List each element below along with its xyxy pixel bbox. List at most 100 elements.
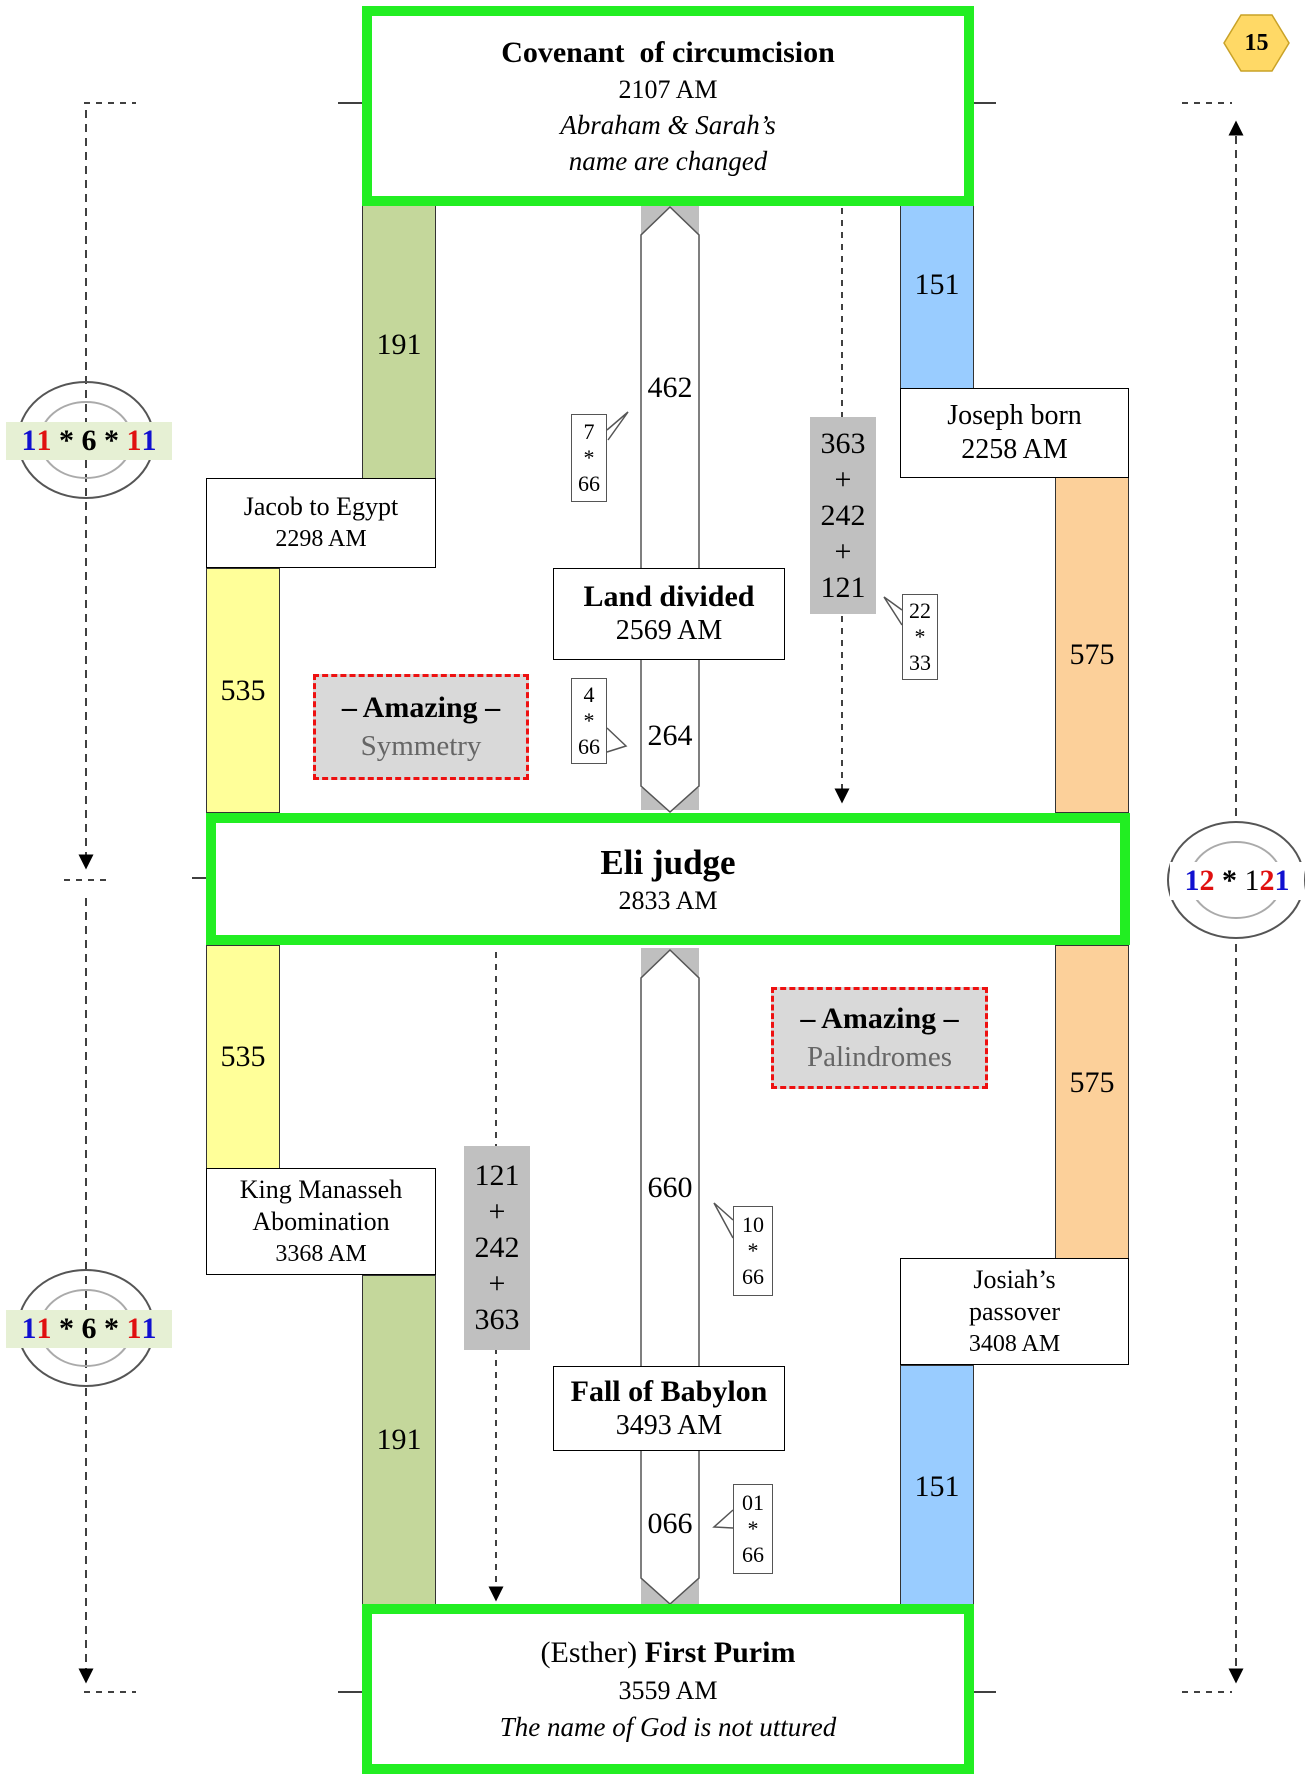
span-bar-orange-bottom: 575 bbox=[1055, 945, 1129, 1260]
span-value: 535 bbox=[220, 1040, 266, 1073]
palindrome-digit: 6 bbox=[81, 1312, 97, 1345]
span-value: 575 bbox=[1069, 1065, 1115, 1099]
ratio-callout-462: 7 * 66 bbox=[571, 414, 607, 502]
palindrome-digit: 1 bbox=[141, 1312, 157, 1345]
span-value: 151 bbox=[914, 268, 960, 301]
event-year: 3493 AM bbox=[615, 1409, 723, 1441]
event-fall-of-babylon: Fall of Babylon 3493 AM bbox=[553, 1366, 785, 1451]
span-value-660: 660 bbox=[643, 1170, 697, 1206]
event-land-divided: Land divided 2569 AM bbox=[553, 568, 785, 660]
event-note: The name of God is not uttured bbox=[499, 1712, 837, 1742]
sum-term: 121 bbox=[474, 1159, 520, 1192]
event-year: 2833 AM bbox=[618, 886, 718, 915]
top-event-covenant: Covenant of circumcision 2107 AM Abraham… bbox=[362, 6, 974, 206]
middle-event-eli-judge: Eli judge 2833 AM bbox=[206, 813, 1130, 945]
arrow-shape-462-264 bbox=[640, 205, 700, 814]
ratio-value: 4 bbox=[583, 682, 595, 707]
ratio-operator: * bbox=[747, 1516, 759, 1541]
ratio-value: 66 bbox=[578, 471, 600, 496]
event-year: 3368 AM bbox=[275, 1240, 367, 1267]
palindrome-digit: 1 bbox=[21, 1312, 37, 1345]
ratio-operator: * bbox=[583, 445, 595, 470]
ratio-value: 66 bbox=[578, 734, 600, 759]
event-joseph-born: Joseph born 2258 AM bbox=[900, 388, 1129, 478]
span-bar-orange-top: 575 bbox=[1055, 477, 1129, 813]
span-value-066: 066 bbox=[643, 1506, 697, 1542]
amazing-symmetry-box: – Amazing – Symmetry bbox=[313, 674, 529, 780]
amazing-palindromes-box: – Amazing – Palindromes bbox=[771, 987, 988, 1089]
sum-operator: + bbox=[834, 534, 852, 568]
event-title: Eli judge bbox=[600, 843, 736, 882]
palindrome-operator: * bbox=[51, 424, 82, 457]
event-title-prefix: (Esther) bbox=[540, 1636, 645, 1669]
page-number: 15 bbox=[1244, 29, 1269, 56]
sum-term: 363 bbox=[474, 1303, 520, 1336]
sum-box-bottom: 121 + 242 + 363 bbox=[464, 1146, 530, 1350]
ratio-value: 66 bbox=[742, 1542, 764, 1567]
event-josiahs-passover: Josiah’s passover 3408 AM bbox=[900, 1258, 1129, 1365]
amazing-heading: – Amazing – bbox=[800, 1002, 959, 1035]
palindrome-operator: * bbox=[51, 1312, 82, 1345]
sum-term: 242 bbox=[820, 498, 866, 532]
event-title: Joseph born bbox=[947, 400, 1082, 431]
ratio-value: 01 bbox=[742, 1490, 764, 1515]
span-bar-green-bottom: 191 bbox=[362, 1275, 436, 1605]
ratio-callout-066: 01 * 66 bbox=[733, 1484, 773, 1574]
sum-term: 363 bbox=[820, 426, 866, 460]
span-value-462: 462 bbox=[643, 370, 697, 406]
palindrome-digit: 1 bbox=[126, 1312, 142, 1345]
sum-term: 121 bbox=[820, 570, 866, 604]
ratio-value: 7 bbox=[583, 419, 595, 444]
event-title: Land divided bbox=[583, 580, 755, 613]
span-value-264: 264 bbox=[643, 718, 697, 754]
event-year: 2107 AM bbox=[618, 75, 718, 104]
page-badge-hex bbox=[1223, 14, 1290, 72]
span-value: 535 bbox=[220, 673, 266, 707]
palindrome-digit: 1 bbox=[36, 424, 52, 457]
palindrome-digit: 2 bbox=[1259, 864, 1275, 897]
palindrome-digit: 1 bbox=[36, 1312, 52, 1345]
event-note: Abraham & Sarah’s bbox=[560, 110, 776, 140]
sum-operator: + bbox=[834, 462, 852, 496]
event-title: King Manasseh bbox=[239, 1174, 403, 1204]
sum-term: 242 bbox=[474, 1231, 520, 1264]
event-title-2: passover bbox=[969, 1296, 1060, 1326]
event-title: Fall of Babylon bbox=[570, 1374, 768, 1408]
event-title: Covenant of circumcision bbox=[501, 36, 835, 69]
event-year: 3408 AM bbox=[968, 1330, 1061, 1357]
event-title-line: (Esther) First Purim bbox=[541, 1633, 796, 1673]
event-year: 3559 AM bbox=[618, 1676, 718, 1705]
ratio-value: 33 bbox=[909, 650, 931, 675]
span-value: 575 bbox=[1069, 638, 1115, 671]
ratio-callout-726: 22 * 33 bbox=[902, 594, 938, 680]
ratio-operator: * bbox=[914, 624, 926, 649]
span-bar-blue-top: 151 bbox=[900, 205, 974, 390]
amazing-subtitle: Palindromes bbox=[807, 1041, 952, 1073]
palindrome-digit: 6 bbox=[81, 424, 97, 457]
ratio-callout-660: 10 * 66 bbox=[733, 1206, 773, 1296]
span-bar-blue-bottom: 151 bbox=[900, 1365, 974, 1605]
span-value: 191 bbox=[376, 1423, 422, 1456]
palindrome-digit: 1 bbox=[126, 424, 142, 457]
palindrome-digit: 1 bbox=[141, 424, 157, 457]
event-year: 2298 AM bbox=[275, 526, 367, 552]
ratio-operator: * bbox=[583, 708, 595, 733]
palindrome-digit: 2 bbox=[1199, 864, 1215, 897]
ratio-callout-264: 4 * 66 bbox=[571, 678, 607, 764]
span-bar-green-top: 191 bbox=[362, 205, 436, 485]
event-jacob-to-egypt: Jacob to Egypt 2298 AM bbox=[206, 478, 436, 568]
sum-operator: + bbox=[488, 1195, 506, 1228]
event-title: First Purim bbox=[644, 1636, 796, 1669]
palindrome-digit: 1 bbox=[1274, 864, 1290, 897]
palindrome-digit: 1 bbox=[1184, 864, 1200, 897]
sum-operator: + bbox=[488, 1267, 506, 1300]
span-value: 191 bbox=[376, 328, 422, 361]
event-title: Jacob to Egypt bbox=[243, 492, 399, 521]
ratio-operator: * bbox=[747, 1238, 759, 1263]
span-value: 151 bbox=[914, 1470, 960, 1503]
ratio-value: 66 bbox=[742, 1264, 764, 1289]
